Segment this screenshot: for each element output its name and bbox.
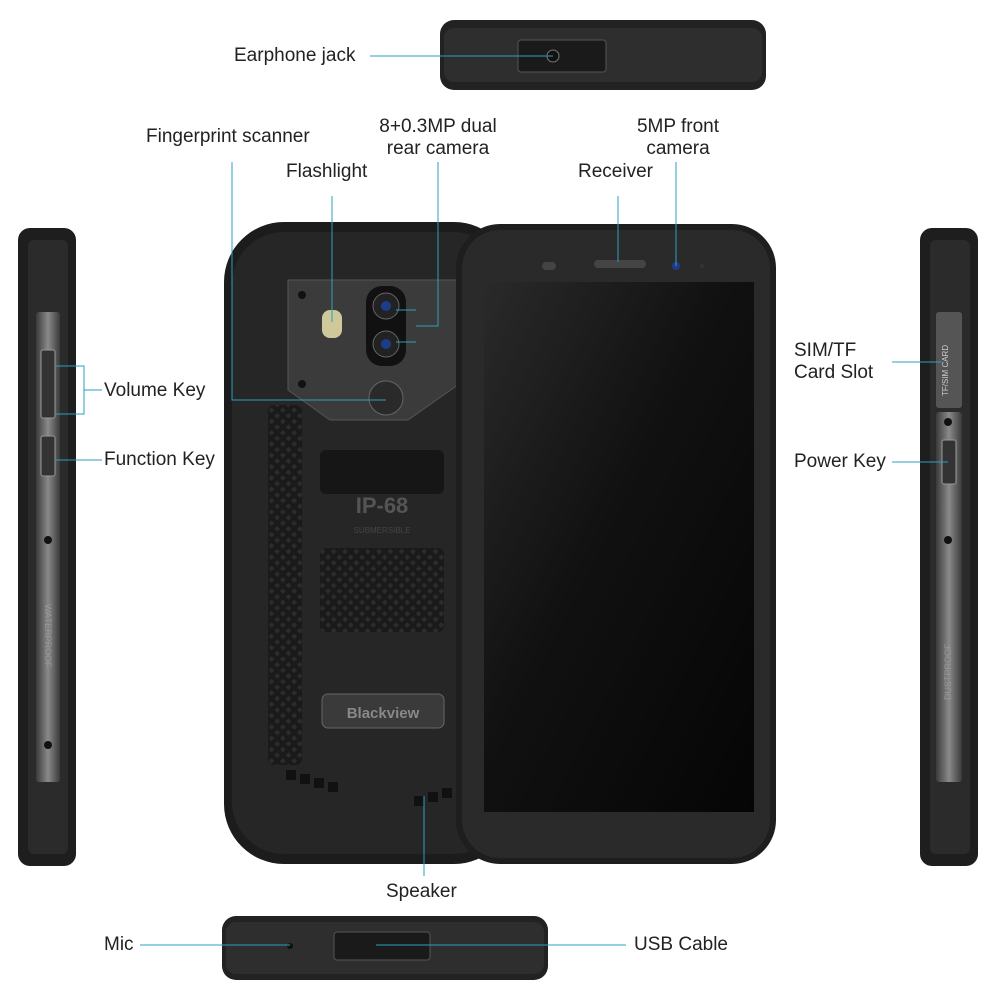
label-dual-camera-line1: 8+0.3MP dual bbox=[379, 116, 497, 137]
label-receiver: Receiver bbox=[578, 161, 653, 182]
label-power-key: Power Key bbox=[794, 451, 886, 472]
card-slot-mark: TF/SIM CARD bbox=[941, 345, 950, 396]
ip68-mark: IP-68 bbox=[356, 493, 409, 518]
label-function-key: Function Key bbox=[104, 449, 215, 470]
volume-key-shape bbox=[40, 349, 56, 419]
label-flashlight: Flashlight bbox=[286, 161, 368, 182]
callout-lines bbox=[56, 55, 948, 946]
screen bbox=[484, 282, 754, 812]
label-earphone-jack: Earphone jack bbox=[234, 45, 356, 66]
label-dual-camera: 8+0.3MP dual rear camera bbox=[368, 116, 508, 160]
bottom-edge-view bbox=[222, 916, 548, 980]
sim-card-slot-shape bbox=[936, 312, 962, 408]
label-dual-camera-line2: rear camera bbox=[386, 138, 490, 159]
dustproof-mark: DUSTPROOF bbox=[943, 643, 953, 700]
label-front-camera-line1: 5MP front bbox=[636, 116, 720, 137]
label-sim-slot: SIM/TF Card Slot bbox=[794, 340, 873, 384]
label-volume-key: Volume Key bbox=[104, 380, 206, 401]
label-fingerprint-scanner: Fingerprint scanner bbox=[146, 126, 310, 147]
submersible-mark: SUBMERSIBLE bbox=[354, 526, 411, 535]
mic-hole-shape bbox=[287, 943, 293, 949]
label-usb-cable: USB Cable bbox=[634, 934, 728, 955]
left-side-view bbox=[18, 228, 76, 866]
waterproof-mark: WATERPROOF bbox=[43, 604, 53, 668]
phone-back bbox=[224, 222, 514, 864]
right-side-view bbox=[920, 228, 978, 866]
brand-logo: Blackview bbox=[347, 705, 420, 722]
phone-front bbox=[456, 224, 776, 864]
label-front-camera: 5MP front camera bbox=[620, 116, 736, 160]
label-sim-slot-line2: Card Slot bbox=[794, 362, 874, 383]
label-speaker: Speaker bbox=[386, 881, 457, 902]
flashlight-shape bbox=[322, 310, 342, 338]
label-front-camera-line2: camera bbox=[646, 138, 710, 159]
label-mic: Mic bbox=[104, 934, 134, 955]
receiver-shape bbox=[594, 260, 646, 268]
usb-port-shape bbox=[333, 931, 431, 961]
function-key-shape bbox=[40, 435, 56, 477]
top-edge-view bbox=[440, 20, 766, 90]
fingerprint-sensor-shape bbox=[368, 380, 404, 416]
label-sim-slot-line1: SIM/TF bbox=[794, 340, 857, 361]
